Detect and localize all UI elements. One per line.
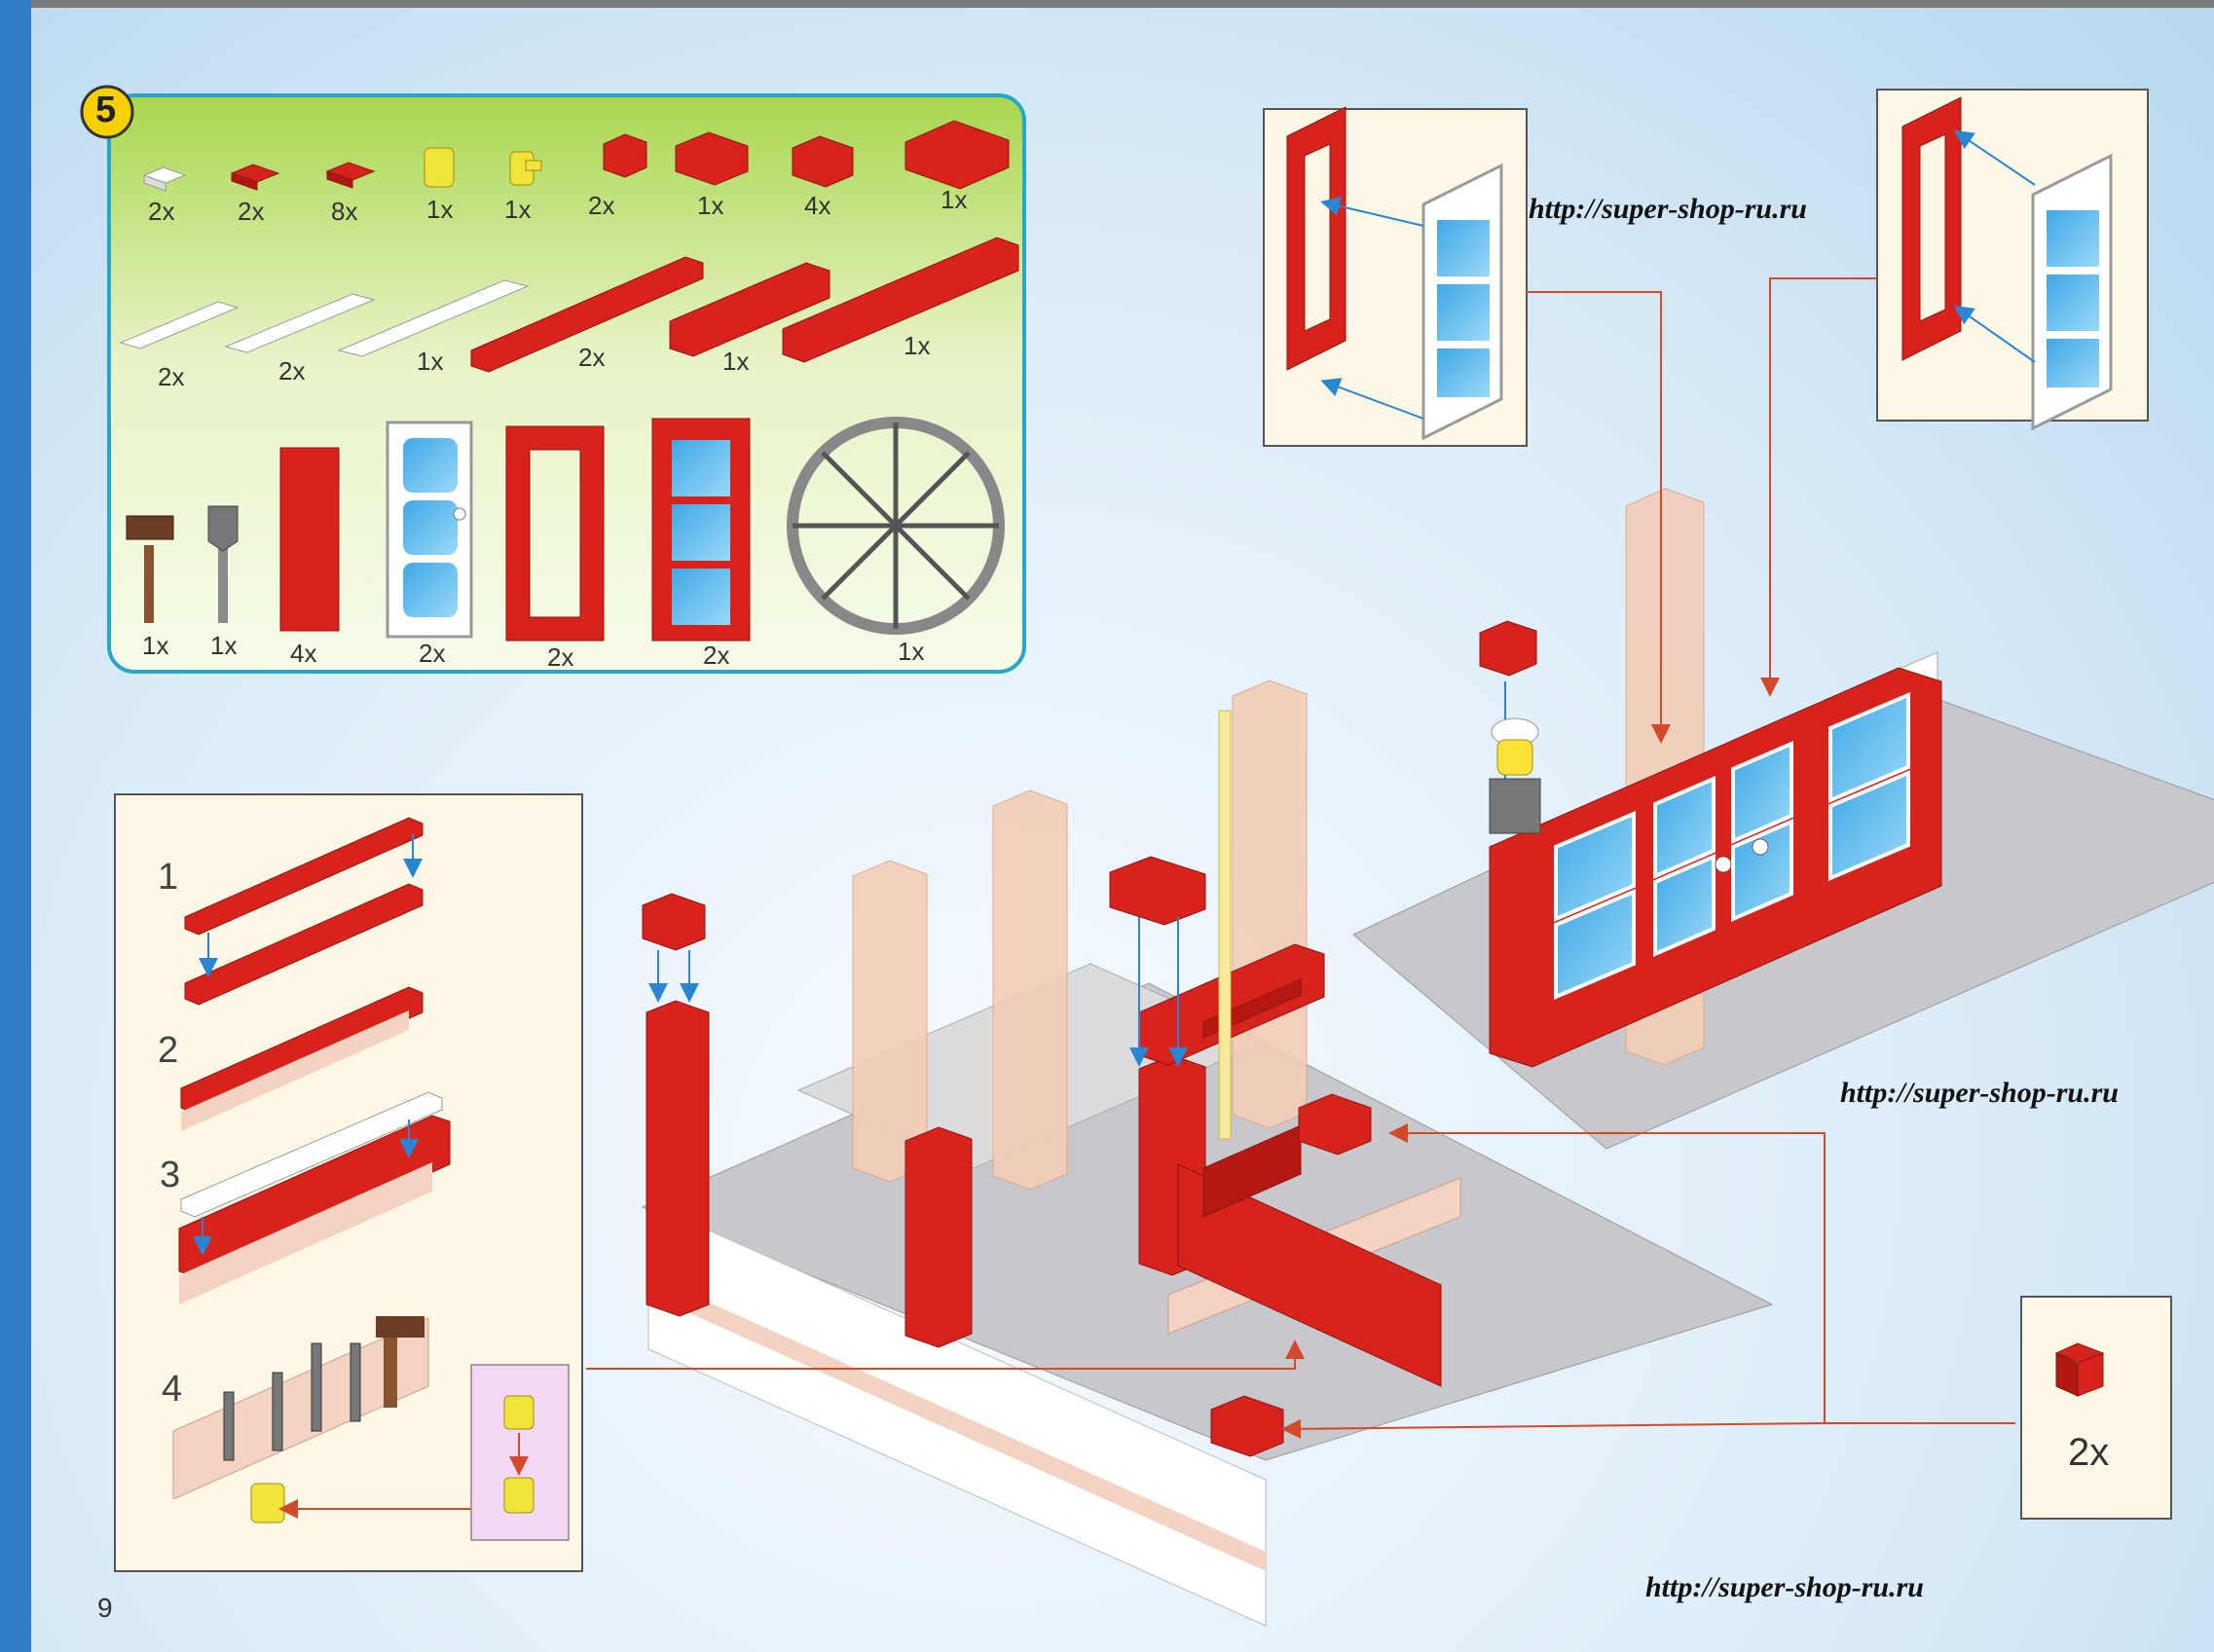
substep-number: 2 [158, 1030, 179, 1071]
callout-qty: 2x [2068, 1431, 2110, 1474]
tool-rack-wheel-icon [787, 417, 1005, 635]
door-callout-right [1876, 89, 2149, 431]
step-badge-icon [80, 85, 134, 139]
door-icon [386, 421, 473, 639]
watermark-url: http://super-shop-ru.ru [1840, 1077, 2119, 1109]
top-border [0, 0, 2214, 8]
part-qty: 2x [158, 362, 185, 391]
part-qty: 1x [417, 347, 444, 376]
part-qty: 2x [419, 639, 446, 668]
parts-row-2 [119, 237, 1019, 373]
part-qty: 2x [547, 642, 574, 672]
part-qty: 4x [804, 191, 831, 220]
part-qty: 2x [148, 197, 175, 226]
part-qty: 2x [578, 343, 606, 372]
part-qty: 1x [941, 185, 968, 214]
window-frame-icon [505, 418, 751, 642]
watermark-url: http://super-shop-ru.ru [1529, 193, 1807, 225]
broom-icon [126, 515, 174, 623]
part-qty: 1x [722, 347, 750, 376]
page-edge-band [0, 0, 31, 1652]
part-qty: 1x [142, 631, 169, 660]
page-number: 9 [97, 1593, 113, 1623]
part-qty: 1x [697, 191, 724, 220]
watermark-url: http://super-shop-ru.ru [1645, 1571, 1924, 1603]
step-number: 5 [95, 90, 117, 130]
part-qty: 1x [210, 631, 238, 660]
shovel-icon [207, 505, 239, 623]
brick-red-icon [279, 447, 340, 632]
yellow-hydrant-icon [424, 147, 542, 188]
part-qty: 2x [278, 356, 306, 385]
substep-number: 1 [158, 857, 179, 898]
part-qty: 4x [290, 639, 317, 668]
brick-red-icon [470, 237, 1019, 373]
parts-row-1 [142, 120, 1010, 192]
brick-red-icon [230, 120, 1010, 191]
part-qty: 2x [703, 641, 730, 670]
part-qty: 1x [426, 195, 454, 224]
door-callout-left [1263, 106, 1528, 447]
part-qty: 2x [238, 197, 265, 226]
connector-lines [278, 277, 2015, 1519]
part-qty: 8x [331, 197, 358, 226]
brick-callout [2020, 1296, 2172, 1520]
part-qty: 1x [504, 195, 532, 224]
minifigure-icon [1489, 717, 1541, 834]
building-model [641, 488, 2214, 1627]
substep-number: 3 [160, 1155, 181, 1195]
part-qty: 1x [904, 331, 931, 360]
part-qty: 1x [898, 637, 925, 666]
part-qty: 2x [588, 191, 615, 220]
substeps-panel [114, 793, 583, 1572]
parts-row-3 [126, 417, 1005, 642]
substep-number: 4 [162, 1369, 183, 1410]
